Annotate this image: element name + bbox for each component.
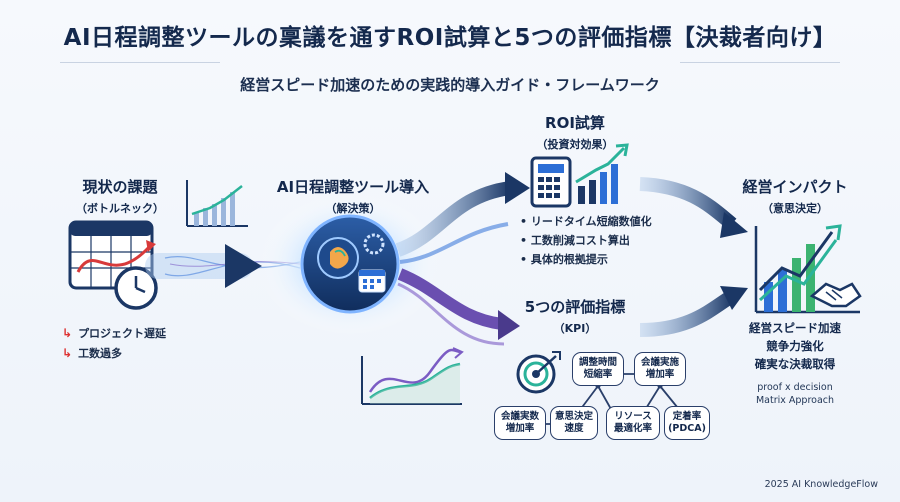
current-title: 現状の課題 bbox=[82, 178, 158, 196]
roi-label: ROI試算 （投資対効果） bbox=[510, 112, 640, 152]
kpi-node-adjust-time: 調整時間短縮率 bbox=[572, 352, 624, 386]
impact-item: 確実な決裁取得 bbox=[754, 356, 836, 371]
roi-bullet: リードタイム短縮数値化 bbox=[520, 213, 652, 229]
intro-label: AI日程調整ツール導入 （解決策） bbox=[268, 176, 438, 216]
handshake-icon bbox=[809, 282, 862, 308]
kpi-node-decision-speed: 意思決定速度 bbox=[550, 406, 598, 440]
flow-arrow-1 bbox=[225, 244, 262, 288]
kpi-subtitle: （KPI） bbox=[553, 322, 597, 335]
intro-title: AI日程調整ツール導入 bbox=[276, 178, 430, 196]
bottleneck-calendar-icon bbox=[68, 220, 158, 310]
intro-subtitle: （解決策） bbox=[325, 202, 381, 215]
approach-caption: proof x decision Matrix Approach bbox=[755, 382, 835, 406]
page-subtitle: 経営スピード加速のための実践的導入ガイド・フレームワーク bbox=[240, 76, 660, 94]
kpi-node-resource: リソース最適化率 bbox=[606, 406, 660, 440]
impact-item: 競争力強化 bbox=[766, 338, 824, 353]
kpi-target-icon bbox=[516, 351, 561, 394]
hub-line-chart bbox=[361, 347, 464, 405]
bottleneck-item: ↳工数過多 bbox=[62, 346, 123, 360]
kpi-title: 5つの評価指標 bbox=[524, 298, 626, 316]
title-rule-right bbox=[680, 62, 840, 63]
bottleneck-list: ↳プロジェクト遅延 ↳工数過多 bbox=[62, 325, 166, 365]
page-title: AI日程調整ツールの稟議を通すROI試算と5つの評価指標【決裁者向け】 bbox=[63, 25, 837, 51]
flow-arrow-kpi bbox=[498, 310, 520, 340]
impact-item: 経営スピード加速 bbox=[749, 321, 841, 335]
roi-subtitle: （投資対効果） bbox=[536, 138, 614, 151]
flow-arrow-roi bbox=[505, 172, 530, 204]
red-arrow-icon: ↳ bbox=[62, 326, 73, 340]
kpi-node-retention: 定着率(PDCA) bbox=[664, 406, 710, 440]
impact-title: 経営インパクト bbox=[742, 178, 848, 196]
kpi-label: 5つの評価指標 （KPI） bbox=[505, 296, 645, 336]
impact-list: 経営スピード加速 競争力強化 確実な決裁取得 bbox=[735, 320, 855, 373]
roi-bullet: 具体的根拠提示 bbox=[520, 251, 652, 267]
ai-hub-icon bbox=[300, 214, 400, 314]
impact-label: 経営インパクト （意思決定） bbox=[730, 176, 860, 216]
flow-arrow-impact-top bbox=[720, 212, 748, 238]
roi-bullet: 工数削減コスト算出 bbox=[520, 232, 652, 248]
roi-bullets: リードタイム短縮数値化 工数削減コスト算出 具体的根拠提示 bbox=[520, 213, 652, 270]
roi-title: ROI試算 bbox=[545, 114, 605, 132]
kpi-node-meeting-count: 会議実数増加率 bbox=[494, 406, 546, 440]
flow-arrow-impact-bottom bbox=[720, 286, 748, 310]
kpi-node-meeting-held: 会議実施増加率 bbox=[634, 352, 686, 386]
current-label: 現状の課題 （ボトルネック） bbox=[50, 176, 190, 216]
bottleneck-item: ↳プロジェクト遅延 bbox=[62, 326, 167, 340]
red-arrow-icon: ↳ bbox=[62, 346, 73, 360]
current-subtitle: （ボトルネック） bbox=[76, 202, 164, 215]
title-rule-left bbox=[60, 62, 220, 63]
impact-growth-chart bbox=[754, 224, 860, 314]
roi-growth-bars-icon bbox=[575, 143, 629, 204]
impact-subtitle: （意思決定） bbox=[762, 202, 828, 215]
footer-credit: 2025 AI KnowledgeFlow bbox=[764, 479, 878, 490]
roi-calculator-icon bbox=[530, 156, 572, 208]
current-trend-chart bbox=[186, 180, 248, 227]
